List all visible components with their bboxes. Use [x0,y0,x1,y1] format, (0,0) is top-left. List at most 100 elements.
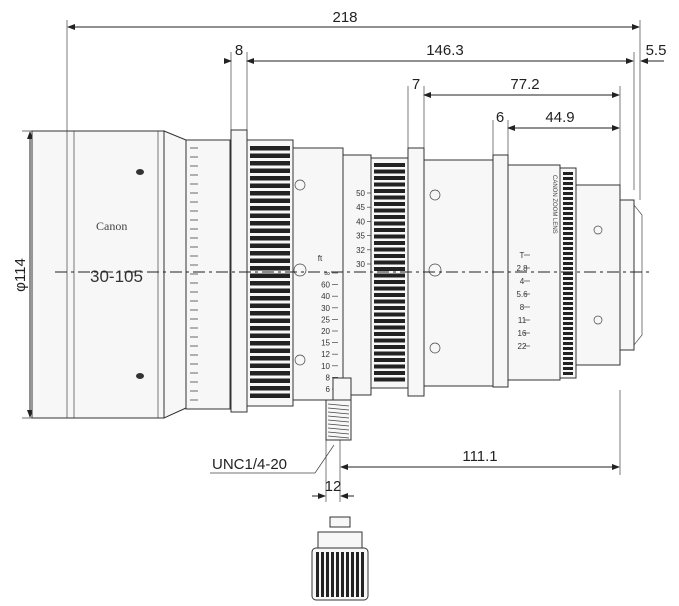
knurl-ridge [563,372,573,375]
scale-value: 30 [356,260,365,269]
thread-line [327,407,350,411]
iris-knurl-ridges [374,163,405,382]
knurl-ridge [374,332,405,336]
knurl-ridge [250,213,290,218]
knurl-ridge [563,312,573,315]
knob-ridge [326,552,329,597]
barrel-ticks [190,147,198,401]
knurl-ridge [250,258,290,263]
knurl-ridge [563,172,573,175]
knurl-ridge [250,378,290,383]
knurl-ridge [250,371,290,376]
thread-line [327,435,350,439]
knurl-ridge [250,191,290,196]
knob-ridge [341,552,344,597]
thread-line [327,419,350,423]
dim-overall-length: 218 [332,9,357,26]
knurl-ridge [563,307,573,310]
thread-line [327,411,350,415]
scale-value: 8 [326,373,331,382]
knurl-ridge [250,386,290,391]
knurl-ridge [563,272,573,275]
zoom-knurl-ridges [250,146,290,398]
knurl-ridge [250,206,290,211]
knurl-ridge [563,197,573,200]
knurl-ridge [374,338,405,343]
knurl-ridge [374,208,405,213]
knurl-ridge [374,182,405,187]
screw-head [332,377,352,401]
knurl-ridge [563,357,573,360]
knurl-ridge [374,358,405,362]
scale-value: 45 [356,203,365,212]
knurl-ridge [250,146,290,151]
lens-mount [575,184,621,366]
knurl-ridge [374,299,405,304]
knurl-ridge [374,241,405,245]
scale-value: 50 [356,189,365,198]
knurl-ridge [250,266,290,271]
knurl-ridge [250,288,290,293]
scale-value: 5.6 [516,290,528,299]
thread-line [327,403,350,407]
knurl-ridge [374,286,405,291]
knurl-ridge [374,377,405,382]
rear-barrel [423,159,494,387]
knurl-ridge [250,311,290,316]
knurl-ridge [374,345,405,349]
knurl-ridge [374,202,405,206]
front-ring [230,129,248,413]
knurl-ridge [374,319,405,323]
knurl-ridge [563,187,573,190]
knurl-ridge [563,212,573,215]
knurl-ridge [250,198,290,203]
rear-ring [492,154,509,388]
dim-length-from-rear-ring: 44.9 [545,109,574,126]
knob-ridge [331,552,334,597]
knurl-ridge [563,192,573,195]
scale-value: ∞ [324,269,330,278]
knurl-ridge [563,202,573,205]
dim-front-ring-width: 8 [235,42,243,59]
mount-knurl-ridges [563,172,573,375]
dim-rear-gap: 5.5 [646,42,667,59]
knurl-ridge [563,242,573,245]
knurl-ridge [250,168,290,173]
focus-scale-barrel [185,139,231,410]
scale-value: 60 [321,281,330,290]
knurl-ridge [563,337,573,340]
knurl-ridge [250,393,290,398]
knurl-ridge [374,267,405,271]
scale-value: 32 [356,246,365,255]
knob-ridge [361,552,364,597]
thread-line [327,431,350,435]
knurl-ridge [374,312,405,317]
knurl-ridge [374,215,405,219]
knurl-ridge [374,260,405,265]
scale-value: 15 [321,339,330,348]
knurl-ridge [563,232,573,235]
knurl-ridge [374,221,405,226]
scale-value: 30 [321,304,330,313]
knurl-ridge [250,243,290,248]
knurl-ridge [563,282,573,285]
knurl-ridge [374,351,405,356]
knurl-ridge [563,367,573,370]
side-marking: CANON ZOOM LENS [551,175,557,234]
knurl-ridge [250,341,290,346]
knurl-ridge [563,182,573,185]
scale-value: 8 [520,303,525,312]
knurl-ridge [374,364,405,369]
knurl-ridge [374,228,405,232]
dim-length-from-front-ring: 146.3 [426,42,464,59]
knurl-ridge [563,277,573,280]
zoom-scale-area [342,154,372,396]
knurl-ridge [374,176,405,180]
knob-tip [329,516,351,528]
knurl-ridge [374,163,405,167]
scale-value: 20 [321,327,330,336]
focus-scale-area [292,147,344,401]
knob-ridge [351,552,354,597]
scale-value: 6 [326,385,331,394]
